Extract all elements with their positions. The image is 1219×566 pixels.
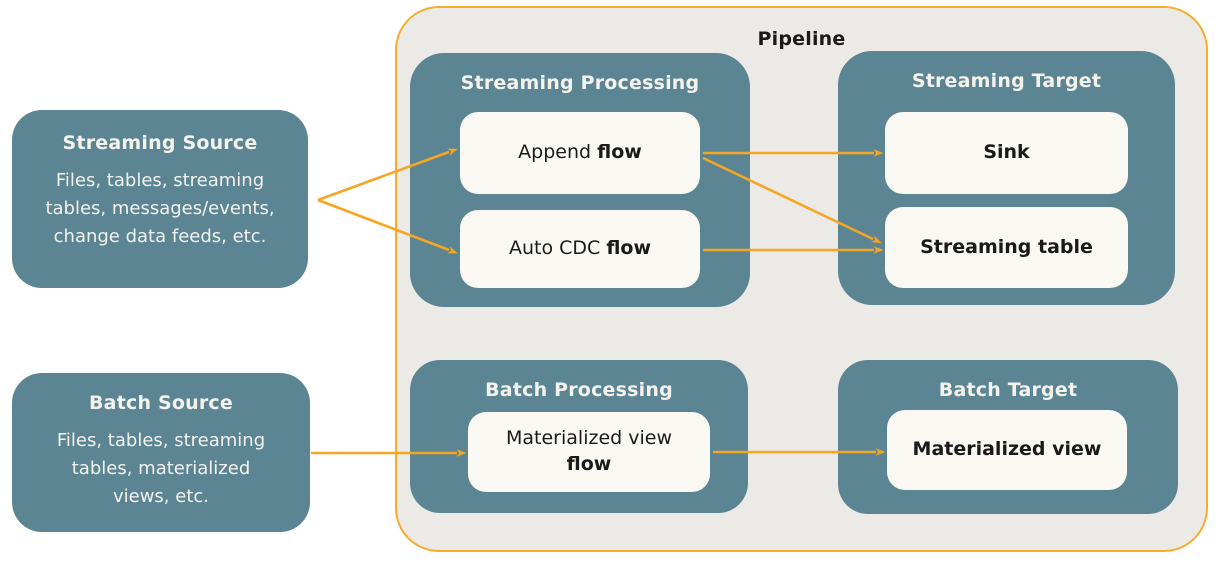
auto-cdc-flow-node: Auto CDC flow — [460, 210, 700, 288]
streaming-source-title: Streaming Source — [62, 132, 258, 154]
streaming-table-label: Streaming table — [920, 235, 1093, 258]
materialized-view-node: Materialized view — [887, 410, 1127, 490]
streaming-source-desc-line: change data feeds, etc. — [53, 226, 267, 247]
sink-node: Sink — [885, 112, 1128, 194]
batch-source-desc-line: Files, tables, streaming — [56, 430, 266, 451]
append-flow-node: Append flow — [460, 112, 700, 194]
sink-label: Sink — [983, 141, 1030, 164]
streaming-table-node: Streaming table — [885, 207, 1128, 288]
batch-target-title: Batch Target — [938, 379, 1078, 401]
batch-source-title: Batch Source — [89, 392, 233, 414]
auto-cdc-flow-label: Auto CDC flow — [508, 237, 652, 260]
streaming-target-title: Streaming Target — [911, 70, 1102, 92]
streaming-source-desc-line: Files, tables, streaming — [55, 170, 265, 191]
batch-processing-title: Batch Processing — [485, 379, 673, 401]
batch-source-desc-line: tables, materialized — [71, 458, 251, 479]
batch-source-node: Batch Source Files, tables, streaming ta… — [12, 373, 310, 532]
streaming-processing-title: Streaming Processing — [460, 72, 700, 94]
pipeline-title: Pipeline — [757, 28, 846, 50]
materialized-view-label: Materialized view — [912, 438, 1102, 461]
append-flow-label: Append flow — [518, 141, 642, 164]
streaming-source-desc-line: tables, messages/events, — [45, 198, 275, 219]
batch-source-desc-line: views, etc. — [112, 486, 210, 507]
streaming-source-node: Streaming Source Files, tables, streamin… — [12, 110, 308, 288]
